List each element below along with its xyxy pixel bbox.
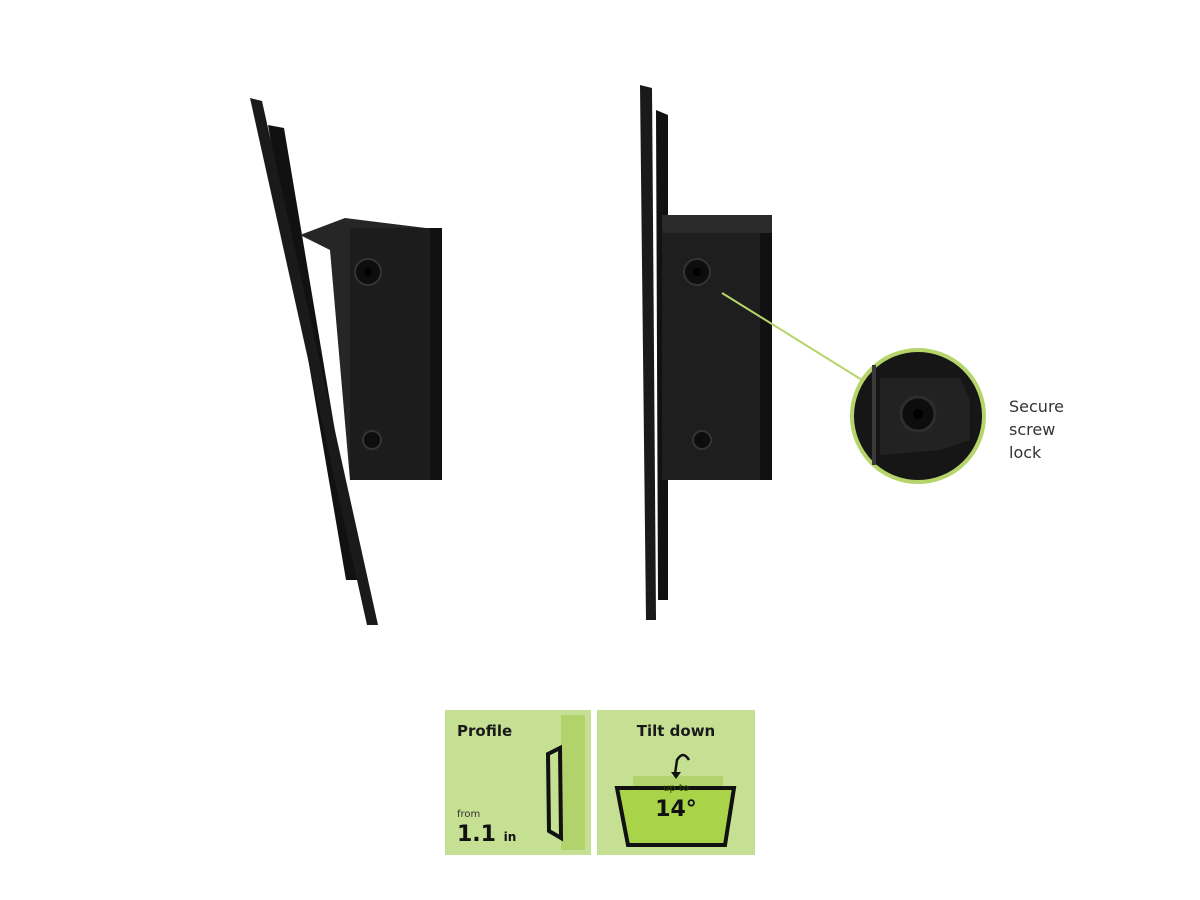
tilt-badge: Tilt down up to 14° [597,710,755,855]
tilt-icon [614,753,737,847]
profile-number: 1.1 [457,822,496,847]
tilt-value: 14° [655,797,697,822]
profile-icon [545,715,585,850]
right-mount-straight [640,85,772,620]
profile-title: Profile [457,722,513,740]
tilt-up-to-label: up to [663,783,689,794]
callout-line-1: Secure [1009,397,1065,416]
profile-unit: in [503,830,517,844]
callout-line-3: lock [1009,443,1042,462]
tilt-title: Tilt down [636,722,716,740]
callout-line-2: screw [1009,420,1056,439]
profile-from-label: from [457,809,481,820]
left-mount-tilted [250,98,442,625]
callout-label-secure-screw-lock: Secure screw lock [1009,395,1064,464]
profile-value: 1.1 in [457,822,516,847]
screw-lock-zoom [850,348,986,484]
profile-badge: Profile from 1.1 in [445,710,591,855]
callout-line [721,292,863,381]
